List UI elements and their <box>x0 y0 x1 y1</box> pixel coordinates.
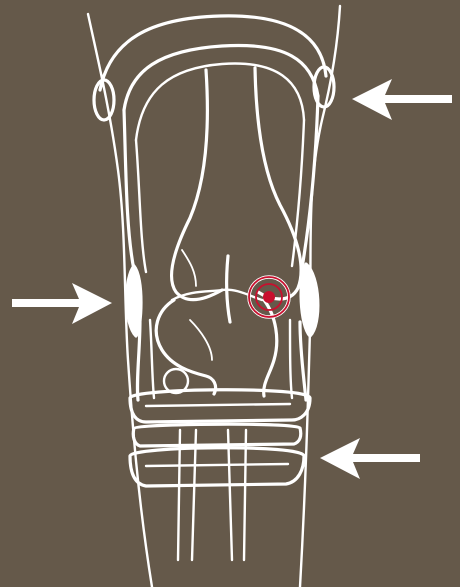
left-hinge-pad <box>127 266 141 336</box>
